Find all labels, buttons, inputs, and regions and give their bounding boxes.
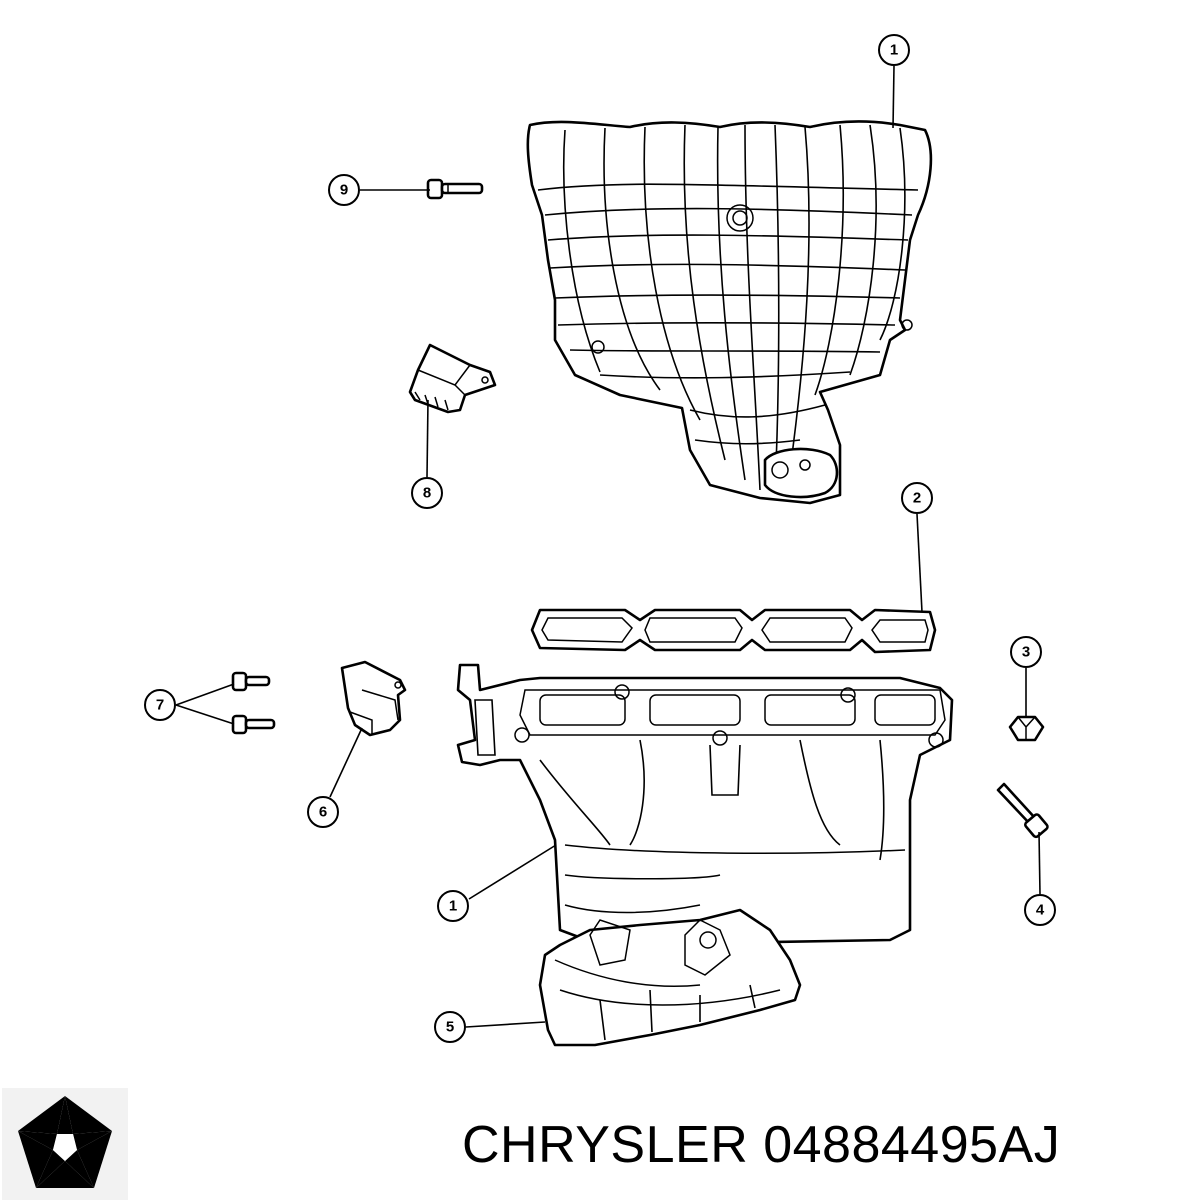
svg-text:3: 3 (1022, 644, 1030, 661)
gasket-part-2 (530, 608, 937, 654)
callout-c1a: 1 (878, 34, 910, 66)
svg-text:4: 4 (1036, 902, 1045, 919)
part-number-caption: CHRYSLER 04884495AJ (462, 1116, 1061, 1174)
svg-text:1: 1 (449, 898, 457, 915)
callout-c5: 5 (434, 1011, 466, 1043)
svg-text:9: 9 (340, 182, 348, 199)
sensor-part-8 (408, 343, 497, 414)
intake-manifold (456, 663, 954, 947)
bolt-part-4 (996, 782, 1049, 839)
lower-plenum-part-5 (538, 908, 802, 1047)
svg-text:7: 7 (156, 697, 164, 714)
nut-part-3 (1008, 715, 1045, 742)
callout-c4: 4 (1024, 894, 1056, 926)
svg-text:8: 8 (423, 485, 431, 502)
callout-c2: 2 (901, 482, 933, 514)
upper-plenum-cover (526, 120, 933, 505)
callout-c6: 6 (307, 796, 339, 828)
bolt-part-9 (426, 178, 484, 200)
svg-text:2: 2 (913, 490, 921, 507)
callout-c1b: 1 (437, 890, 469, 922)
callout-c9: 9 (328, 174, 360, 206)
svg-text:6: 6 (319, 804, 327, 821)
callout-c8: 8 (411, 477, 443, 509)
sensor-part-6 (340, 660, 407, 737)
callout-c3: 3 (1010, 636, 1042, 668)
callout-c7: 7 (144, 689, 176, 721)
svg-text:5: 5 (446, 1019, 454, 1036)
bolts-part-7 (231, 671, 276, 735)
chrysler-pentastar-logo-icon (2, 1088, 128, 1200)
svg-text:1: 1 (890, 42, 898, 59)
leader-lines (175, 65, 1041, 1028)
